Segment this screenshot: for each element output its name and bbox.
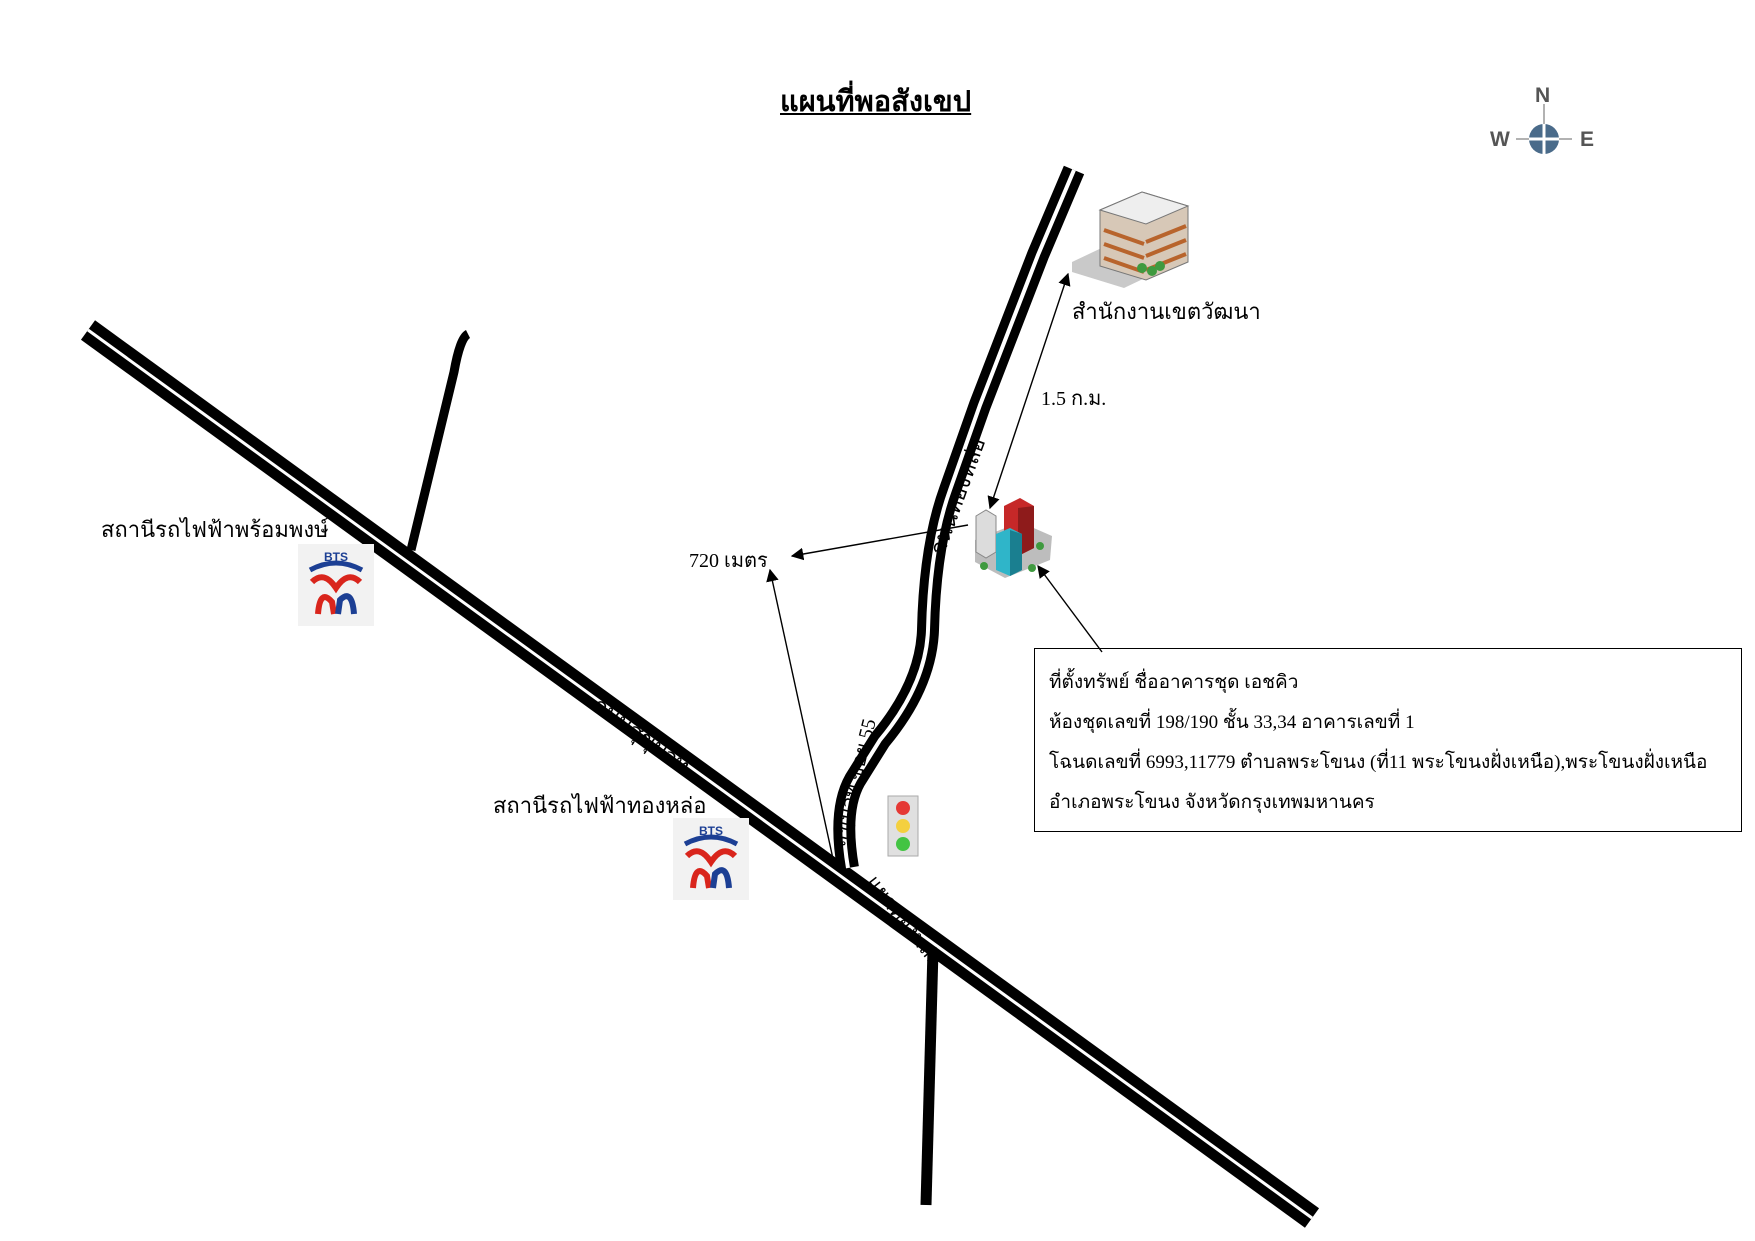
arrow-property: [1037, 564, 1103, 653]
compass-north: N: [1535, 84, 1551, 107]
distance-label-720m: 720 เมตร: [689, 550, 768, 572]
info-line-district: อำเภอพระโขนง จังหวัดกรุงเทพมหานคร: [1049, 792, 1375, 813]
info-line-property: ที่ตั้งทรัพย์ ชื่ออาคารชุด เอชคิว: [1049, 672, 1299, 693]
distance-label-district-office: 1.5 ก.ม.: [1041, 388, 1107, 410]
compass-east: E: [1580, 128, 1595, 151]
info-line-deed: โฉนดเลขที่ 6993,11779 ตำบลพระโขนง (ที่11…: [1049, 752, 1708, 773]
thonglor-road: [833, 165, 1085, 870]
phrom-phong-station-label: สถานีรถไฟฟ้าพร้อมพงษ์: [101, 517, 329, 542]
bts-logo-phrom-phong: BTS: [298, 544, 374, 626]
district-office-label: สำนักงานเขตวัฒนา: [1072, 299, 1261, 324]
svg-text:BTS: BTS: [699, 824, 723, 838]
bts-logo-icon: BTS: [683, 824, 739, 889]
info-line-unit: ห้องชุดเลขที่ 198/190 ชั้น 33,34 อาคารเล…: [1049, 712, 1415, 733]
property-info-box: ที่ตั้งทรัพย์ ชื่ออาคารชุด เอชคิว ห้องชุ…: [1034, 648, 1742, 832]
condo-building-icon: [975, 498, 1052, 578]
sukhumvit-road: [80, 320, 1320, 1228]
soi-phrom-phong-road: [406, 329, 471, 552]
traffic-light-icon: [887, 795, 919, 857]
compass-icon: [1516, 104, 1572, 154]
svg-text:BTS: BTS: [324, 550, 348, 564]
distance-arrow-720m: [790, 524, 969, 561]
bts-logo-thong-lo: BTS: [673, 818, 749, 900]
bts-logo-icon: BTS: [308, 550, 364, 615]
arrow-soi55: [766, 568, 836, 869]
office-building-icon: [1072, 191, 1190, 288]
distance-arrow-district-office: [987, 272, 1071, 510]
thong-lo-station-label: สถานีรถไฟฟ้าทองหล่อ: [493, 793, 707, 818]
south-road: [920, 949, 939, 1206]
compass-west: W: [1490, 128, 1510, 151]
map-title: แผนที่พอสังเขป: [780, 86, 972, 118]
